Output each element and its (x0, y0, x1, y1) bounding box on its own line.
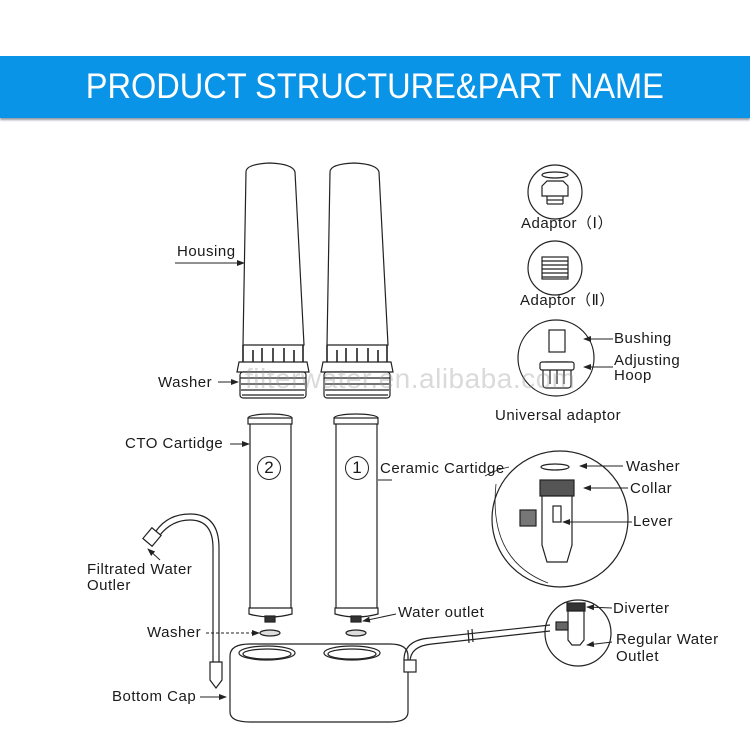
label-lever: Lever (633, 513, 674, 530)
label-adaptor-2: Adaptor（Ⅱ） (520, 292, 615, 309)
label-filtrated-water-outlet-line1: Filtrated Water (87, 561, 193, 578)
ceramic-cartridge-drawing (333, 413, 379, 623)
watermark: filterwater.en.alibaba.com (245, 363, 576, 394)
housing-right (320, 162, 394, 399)
cartridge-number-2: 2 (257, 456, 281, 480)
label-adjusting-hoop-line1: Adjusting (614, 352, 681, 369)
label-regular-water-outlet-line2: Outlet (616, 648, 660, 665)
adaptor-1-circle (527, 164, 583, 220)
label-collar: Collar (630, 480, 673, 497)
label-diverter: Diverter (613, 600, 670, 617)
faucet-diverter-drawing (555, 602, 586, 646)
label-adaptor-1: Adaptor（Ⅰ） (521, 215, 613, 232)
cto-cartridge-drawing (247, 413, 293, 623)
label-diverter-washer: Washer (626, 458, 681, 475)
diverter-detail-circle (491, 450, 629, 588)
page-title: PRODUCT STRUCTURE&PART NAME (85, 67, 665, 106)
adaptor-2-circle (527, 240, 583, 296)
housing-left (236, 162, 310, 399)
faucet-adaptor-circle (544, 599, 612, 667)
leader-lines (147, 260, 632, 700)
tube-drawing (403, 624, 551, 673)
label-washer-top: Washer (158, 374, 213, 391)
label-water-outlet: Water outlet (398, 604, 485, 621)
label-washer-bottom: Washer (147, 624, 202, 641)
label-bottom-cap: Bottom Cap (112, 688, 197, 705)
header-banner: PRODUCT STRUCTURE&PART NAME (0, 56, 750, 118)
faucet-drawing (142, 513, 223, 689)
label-regular-water-outlet-line1: Regular Water (616, 631, 719, 648)
bottom-cap-drawing (229, 643, 409, 723)
label-housing: Housing (177, 243, 236, 260)
label-ceramic-cartridge: Ceramic Cartidge (380, 460, 505, 477)
cartridge-number-1: 1 (345, 456, 369, 480)
universal-adaptor-drawing (539, 329, 575, 389)
diverter-valve-drawing (519, 463, 575, 563)
label-bushing: Bushing (614, 330, 672, 347)
label-adjusting-hoop-line2: Hoop (614, 367, 652, 384)
adaptor-1-drawing (541, 171, 569, 205)
universal-adaptor-circle (517, 319, 595, 397)
label-universal-adaptor: Universal adaptor (495, 407, 622, 424)
adaptor-2-drawing (541, 256, 569, 280)
label-cto-cartridge: CTO Cartidge (125, 435, 224, 452)
label-filtrated-water-outlet-line2: Outler (87, 577, 131, 594)
